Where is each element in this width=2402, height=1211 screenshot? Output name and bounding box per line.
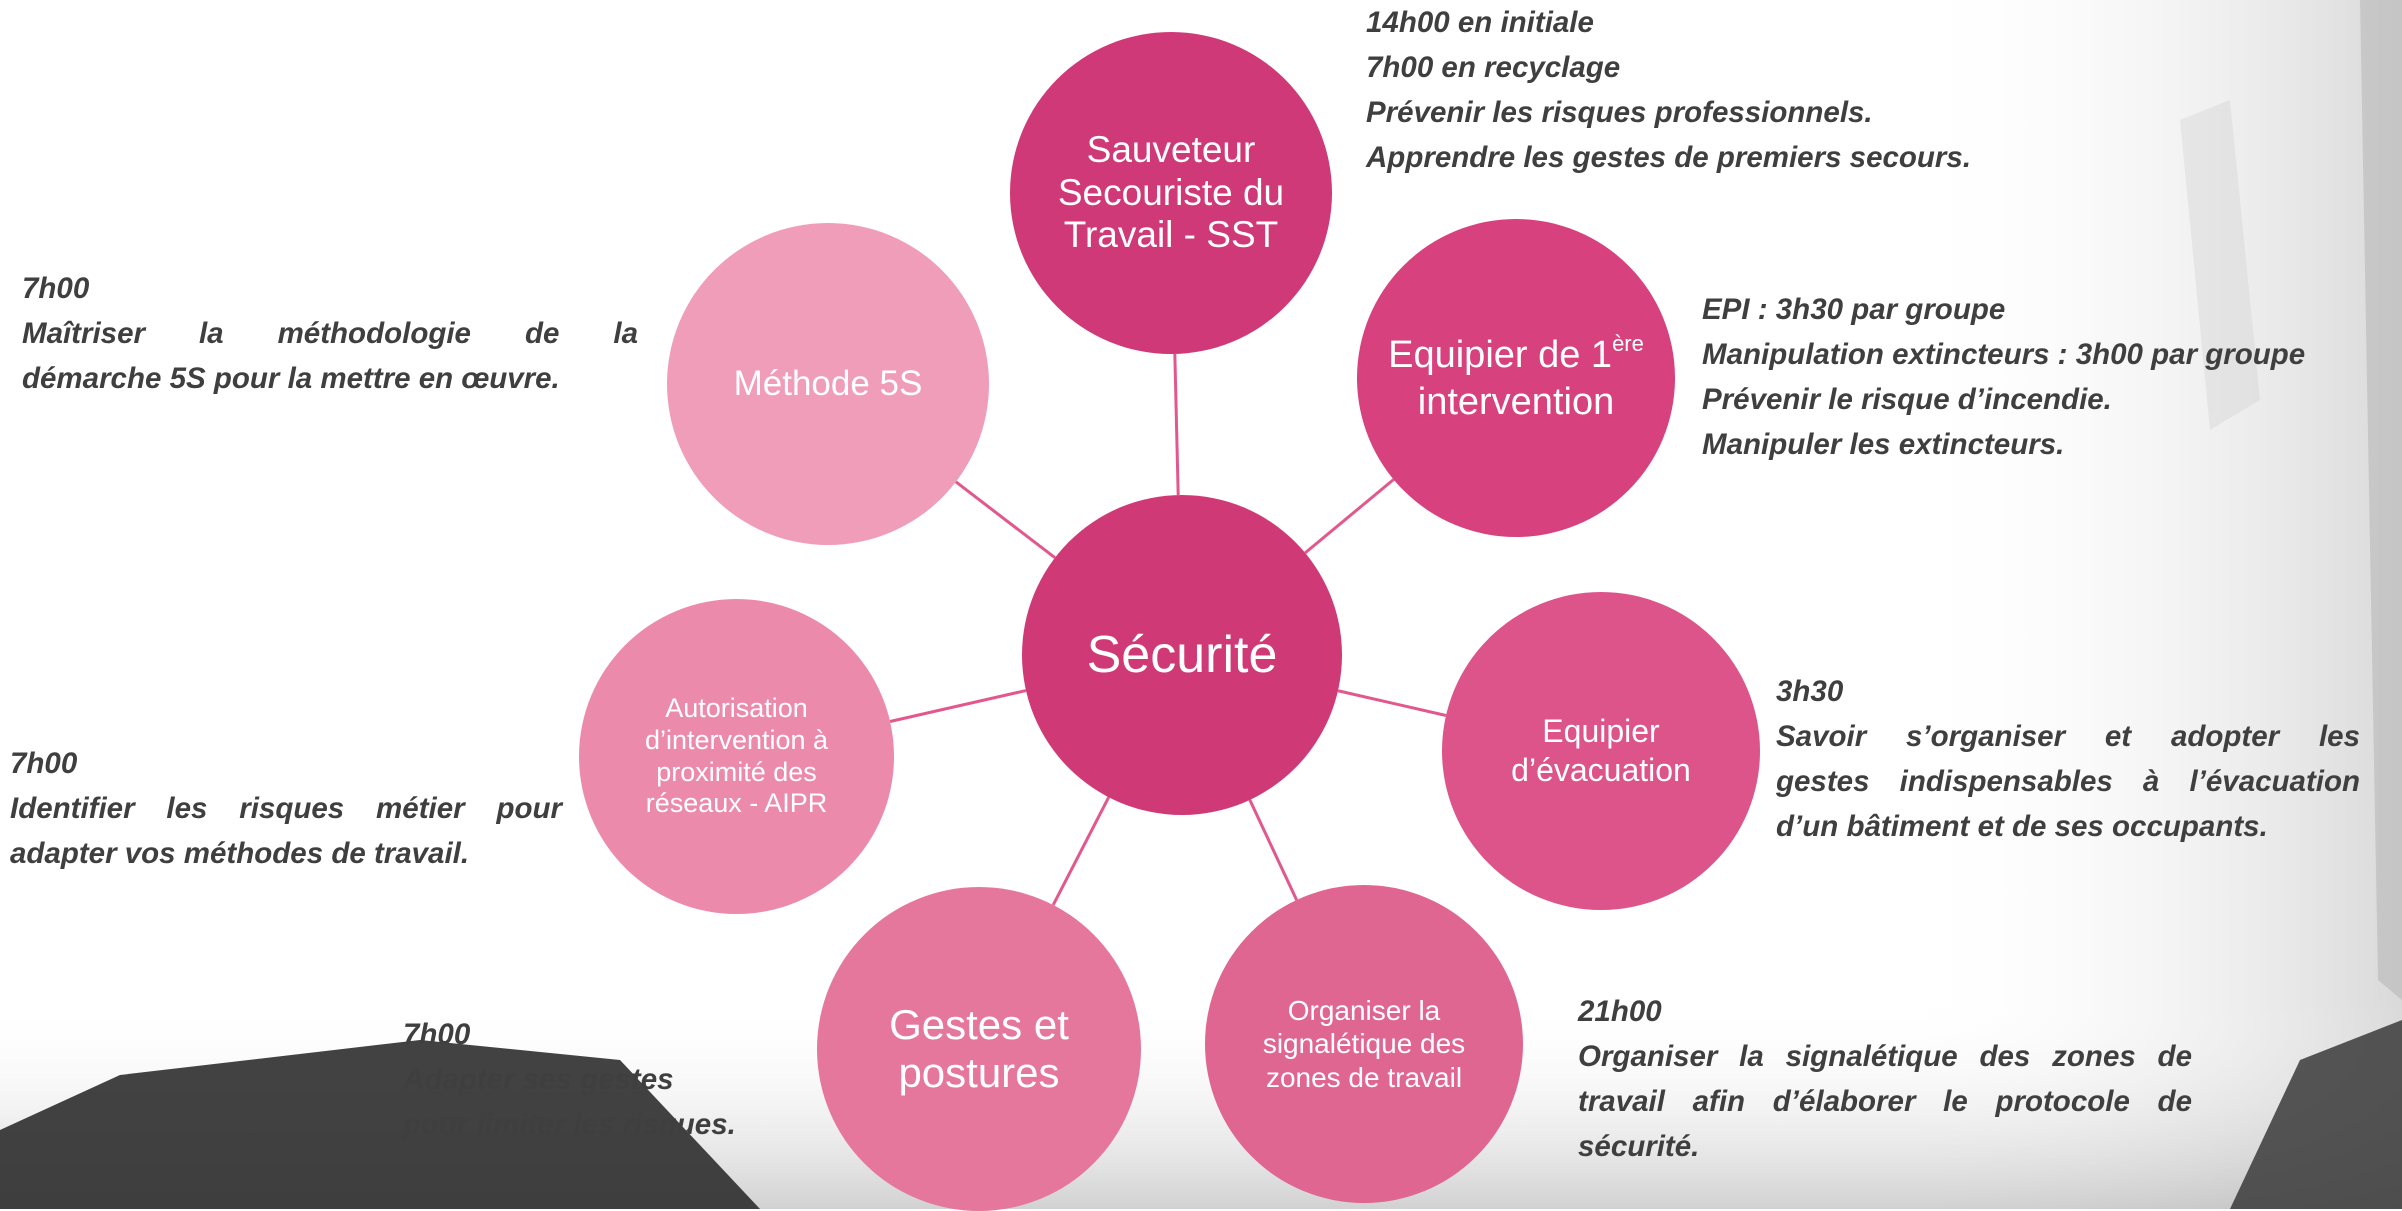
description-line: sécurité.	[1578, 1130, 1700, 1163]
node-aipr: Autorisation d’intervention à proximité …	[579, 599, 894, 914]
node-sst-label: Sauveteur Secouriste du Travail - SST	[1057, 128, 1285, 256]
description-line: adapter vos méthodes de travail.	[10, 837, 470, 870]
description-line: d’un bâtiment et de ses occupants.	[1776, 810, 2268, 843]
description-line: 7h00	[10, 747, 78, 780]
description-line: Identifier les risques métier pour	[10, 792, 562, 825]
node-aipr-label: Autorisation d’intervention à proximité …	[644, 692, 829, 819]
connector-epi	[1304, 478, 1395, 555]
node-gestes-postures: Gestes et postures	[817, 887, 1141, 1211]
description-epi: EPI : 3h30 par groupe Manipulation extin…	[1702, 287, 2305, 467]
node-epi-label-end: intervention	[1417, 380, 1615, 423]
node-equipier-evacuation: Equipier d’évacuation	[1442, 592, 1760, 910]
description-gestes: 7h00 Adapter ses gestes pour limiter les…	[403, 1012, 736, 1147]
node-signal-label: Organiser la signalétique des zones de t…	[1262, 995, 1466, 1093]
connector-evac	[1337, 689, 1447, 717]
node-evac-label: Equipier d’évacuation	[1511, 712, 1691, 790]
description-evacuation: 3h30 Savoir s’organiser et adopter les g…	[1776, 669, 2360, 849]
node-epi-label: Equipier de 1ère intervention	[1388, 331, 1644, 425]
description-sst: 14h00 en initiale 7h00 en recyclage Prév…	[1366, 0, 1971, 180]
description-line: Manipuler les extincteurs.	[1702, 428, 2065, 461]
description-line: 7h00	[403, 1018, 471, 1051]
connector-gestes	[1051, 796, 1111, 906]
description-signaletique: 21h00 Organiser la signalétique des zone…	[1578, 989, 2192, 1169]
description-line: Apprendre les gestes de premiers secours…	[1366, 141, 1972, 174]
description-line: Manipulation extincteurs : 3h00 par grou…	[1702, 338, 2306, 371]
description-line: 3h30	[1776, 675, 1844, 708]
node-gestes-label-line1: Gestes et	[889, 1000, 1069, 1048]
connector-sst	[1173, 353, 1180, 496]
node-evac-label-line1: Equipier	[1542, 712, 1660, 749]
description-line: 21h00	[1578, 995, 1662, 1028]
description-line: EPI : 3h30 par groupe	[1702, 293, 2006, 326]
description-line: gestes indispensables à l’évacuation	[1776, 765, 2360, 798]
node-5s-label: Méthode 5S	[733, 363, 923, 403]
connector-signal	[1248, 799, 1298, 901]
description-aipr: 7h00 Identifier les risques métier pour …	[10, 741, 562, 876]
connector-5s	[954, 480, 1056, 559]
center-node-label: Sécurité	[1086, 625, 1278, 684]
node-methode-5s: Méthode 5S	[667, 223, 989, 545]
description-line: Adapter ses gestes	[403, 1063, 674, 1096]
node-epi-label-sup: ère	[1612, 331, 1644, 357]
description-line: Maîtriser la méthodologie de la	[22, 317, 638, 350]
node-sst: Sauveteur Secouriste du Travail - SST	[1010, 32, 1332, 354]
description-line: 14h00 en initiale	[1366, 6, 1594, 39]
description-line: 7h00	[22, 272, 90, 305]
description-line: 7h00 en recyclage	[1366, 51, 1621, 84]
node-gestes-label: Gestes et postures	[889, 1001, 1069, 1098]
node-epi-label-main: Equipier de 1	[1388, 334, 1613, 377]
center-node-securite: Sécurité	[1022, 495, 1342, 815]
connector-aipr	[889, 689, 1027, 723]
node-signaletique: Organiser la signalétique des zones de t…	[1205, 885, 1523, 1203]
node-gestes-label-line2: postures	[898, 1049, 1060, 1096]
description-line: Organiser la signalétique des zones de	[1578, 1040, 2192, 1073]
description-line: Savoir s’organiser et adopter les	[1776, 720, 2360, 753]
description-line: Prévenir le risque d’incendie.	[1702, 383, 2112, 416]
description-line: pour limiter les risques.	[403, 1108, 736, 1141]
description-methode-5s: 7h00 Maîtriser la méthodologie de la dém…	[22, 266, 638, 401]
node-evac-label-line2: d’évacuation	[1511, 752, 1691, 788]
description-line: travail afin d’élaborer le protocole de	[1578, 1085, 2192, 1118]
description-line: démarche 5S pour la mettre en œuvre.	[22, 362, 560, 395]
node-equipier-premiere-intervention: Equipier de 1ère intervention	[1357, 219, 1675, 537]
description-line: Prévenir les risques professionnels.	[1366, 96, 1873, 129]
